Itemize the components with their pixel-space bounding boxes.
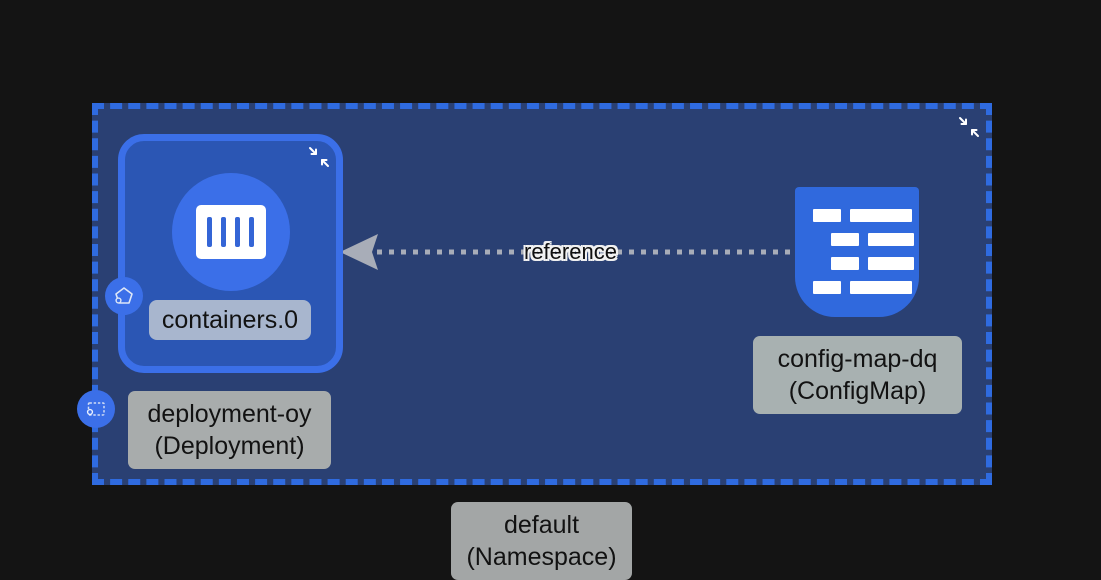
configmap-row [795,257,919,270]
deployment-dashed-square-icon[interactable] [77,390,115,428]
collapse-arrows-icon[interactable] [308,146,330,168]
configmap-row [795,209,919,222]
node-label-containers[interactable]: containers.0 [149,300,311,340]
configmap-key [813,281,841,294]
configmap-row [795,233,919,246]
node-configmap[interactable] [795,187,919,317]
dashed-square-glyph [86,402,105,416]
container-bar [221,217,226,247]
configmap-value [868,257,914,270]
container-bar [207,217,212,247]
container-icon-plate [195,205,266,259]
configmap-key [831,233,859,246]
node-label-configmap[interactable]: config-map-dq (ConfigMap) [753,336,962,414]
configmap-value [850,281,912,294]
configmap-value [850,209,912,222]
group-label-namespace[interactable]: default (Namespace) [451,502,632,580]
node-label-deployment[interactable]: deployment-oy (Deployment) [128,391,331,469]
configmap-key [831,257,859,270]
collapse-arrows-icon[interactable] [958,116,980,138]
container-pentagon-icon[interactable] [105,277,143,315]
container-bar [249,217,254,247]
pentagon-glyph [115,287,133,304]
configmap-value [868,233,914,246]
configmap-list-icon [795,187,919,317]
container-bar [235,217,240,247]
configmap-key [813,209,841,222]
configmap-row [795,281,919,294]
edge-label-reference: reference [524,239,617,264]
container-barcode-icon [171,173,290,291]
